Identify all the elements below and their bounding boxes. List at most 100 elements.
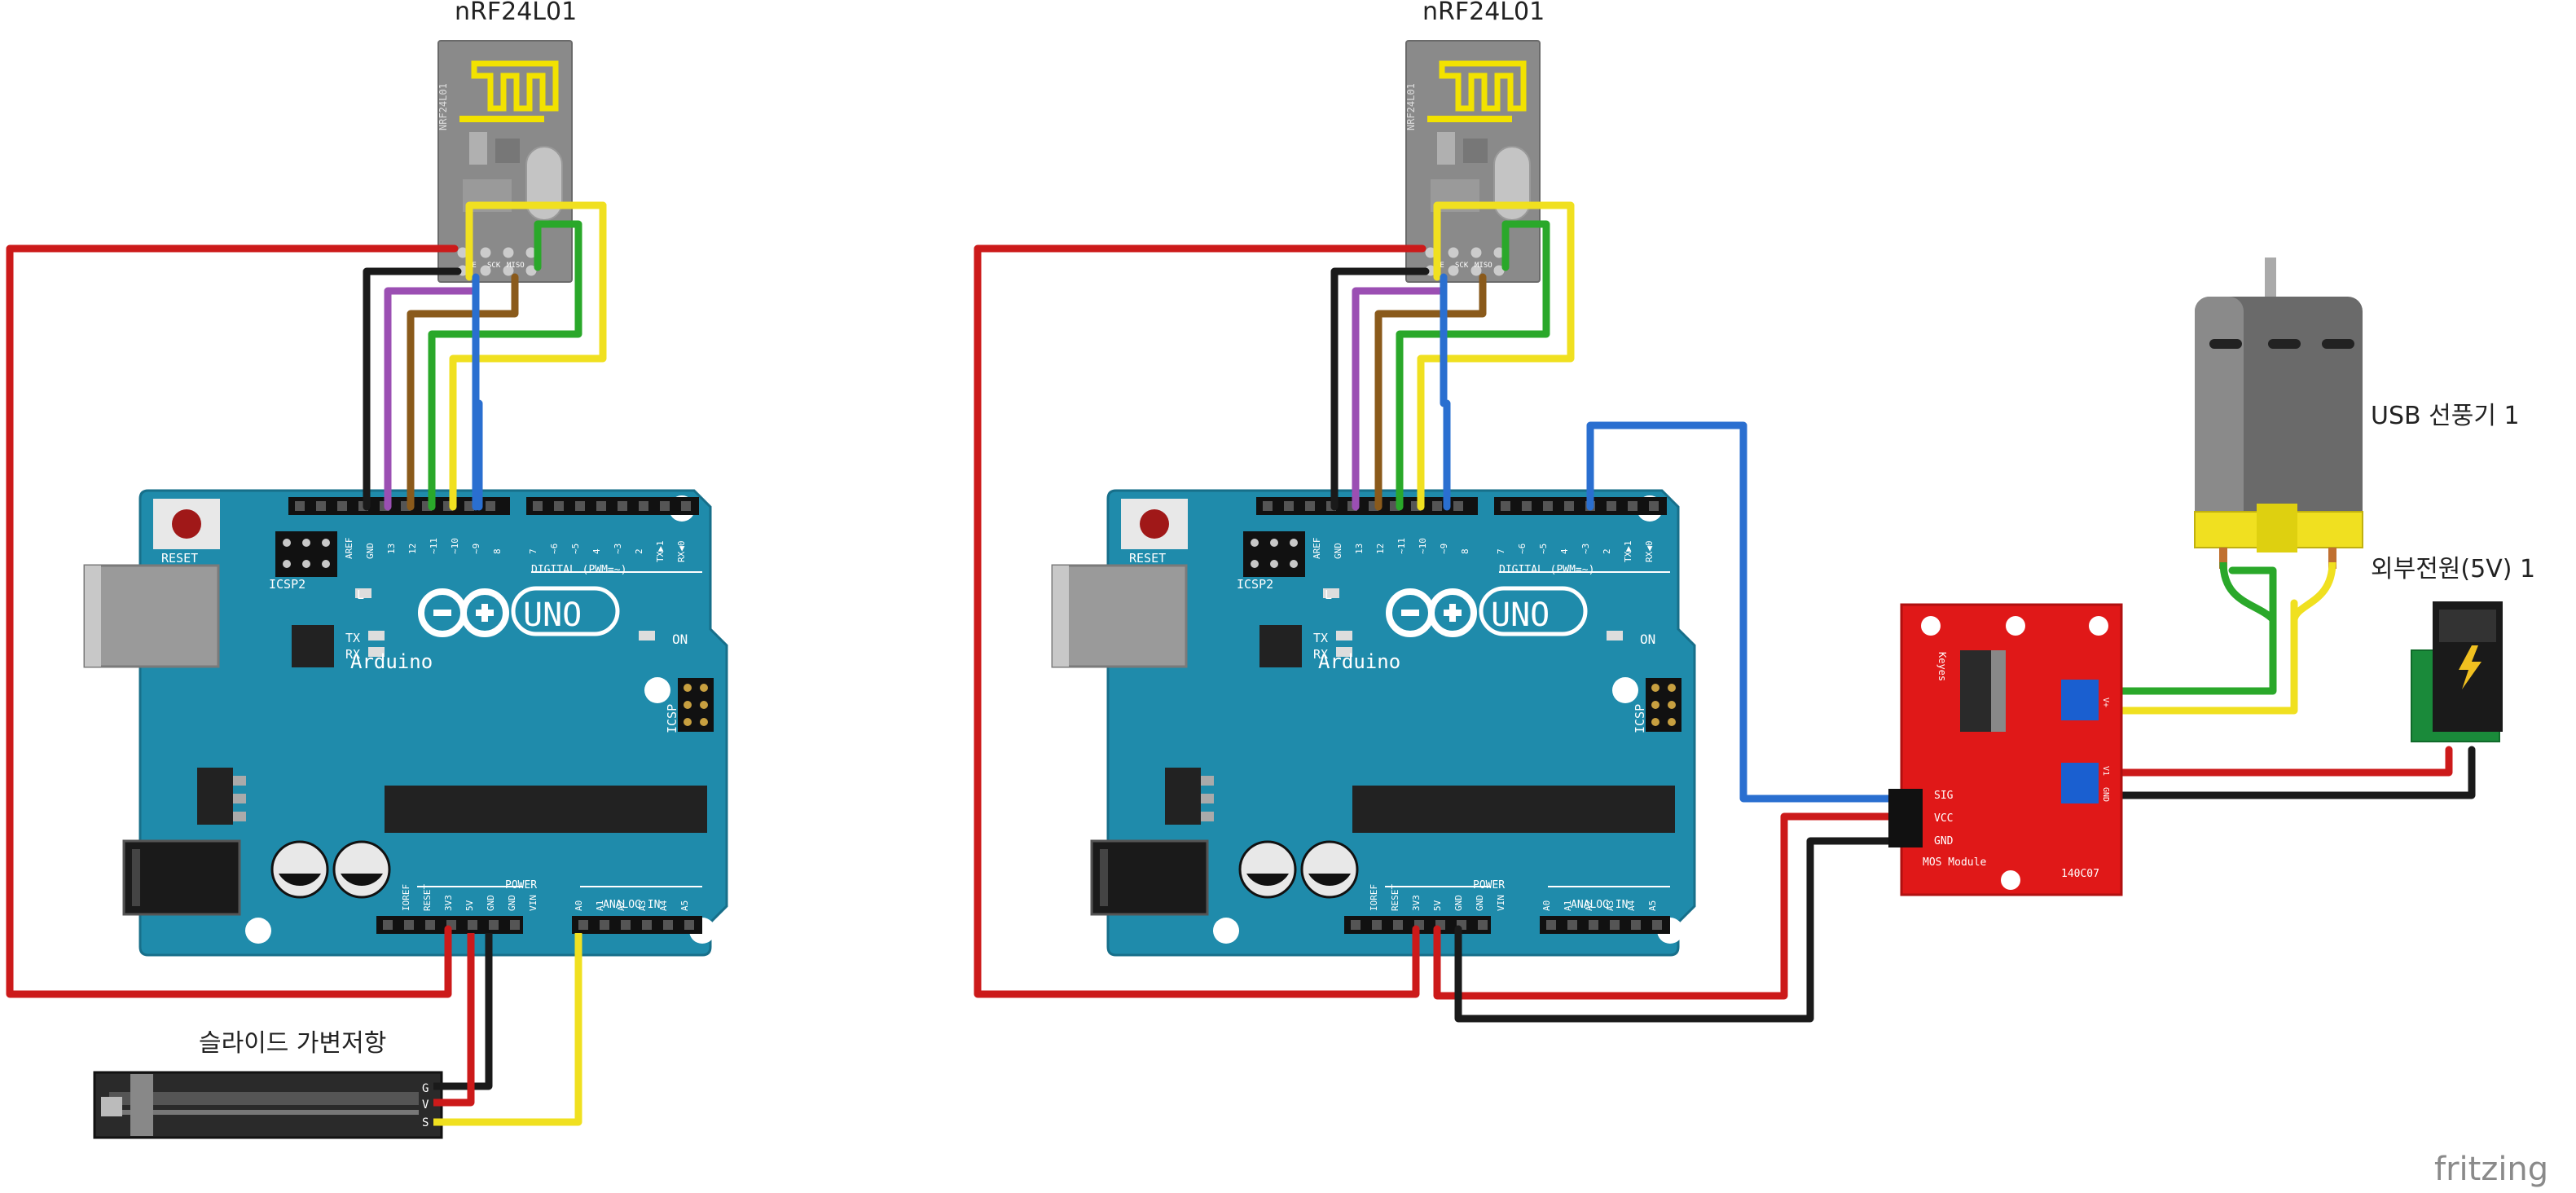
- rf-pin-miso: MISO: [507, 262, 525, 270]
- digital-pin-labels: 13 12 ~11 ~10 ~9 8 7 ~6 ~5 4 ~3 2 TX▶1 R…: [386, 538, 687, 562]
- analog-pin-labels: A0 A1 A2 A3 A4 A5: [574, 900, 690, 911]
- wire-black-gnd: [363, 267, 462, 511]
- mos-in-v1: V1: [2101, 766, 2110, 776]
- analog-pin-label: A0: [1541, 900, 1552, 911]
- power-label: POWER: [505, 879, 537, 891]
- wire-green-sck: [428, 220, 582, 511]
- digital-pin-label: 12: [407, 544, 418, 554]
- left-circuit: NRF24L01 CE SCK MISO RESET ICSP2 Arduino…: [6, 41, 727, 1139]
- digital-pin-label: 13: [386, 544, 397, 554]
- analog-pin-label: A3: [1605, 900, 1615, 911]
- analog-label: ANALOG IN: [603, 899, 660, 911]
- digital-pin-label: 2: [1602, 548, 1612, 554]
- icsp2-label: ICSP2: [1237, 577, 1273, 592]
- analog-pin-label: A5: [1647, 900, 1658, 911]
- digital-pin-label: 8: [1460, 548, 1470, 554]
- wire-yellow-miso: [449, 201, 607, 511]
- on-label: ON: [1640, 632, 1655, 647]
- rf-module-right: [1406, 41, 1540, 282]
- mos-keyes-label: Keyes: [1936, 652, 1948, 681]
- mos-module: Keyes SIG VCC GND MOS Module 140C07 V+ V…: [1888, 603, 2123, 896]
- wire-brown-mosi: [407, 273, 519, 511]
- digital-pin-label: 12: [1375, 544, 1386, 554]
- power-pin-label: RESET: [1390, 884, 1400, 911]
- led-l-label: L: [357, 588, 364, 602]
- digital-label: DIGITAL (PWM=~): [1499, 564, 1594, 576]
- mos-pin-vcc: VCC: [1934, 812, 1953, 825]
- analog-pin-label: A4: [1626, 900, 1637, 911]
- power-pin-label: 5V: [464, 900, 475, 911]
- digital-pin-label: TX▶1: [655, 541, 666, 563]
- rf-pin-miso: MISO: [1475, 262, 1492, 270]
- fritzing-watermark: fritzing: [2434, 1151, 2548, 1188]
- wire-black-gnd: [1330, 267, 1430, 511]
- power-pin-label: GND: [1453, 895, 1464, 911]
- wire-purple-csn: [1352, 287, 1448, 511]
- aref-label: AREF: [1312, 538, 1322, 560]
- mos-code: 140C07: [2061, 868, 2099, 880]
- power-pin-label: GND: [486, 895, 496, 911]
- power-pin-label: RESET: [422, 884, 433, 911]
- analog-pin-label: A4: [658, 900, 669, 911]
- arduino-brand: Arduino: [350, 650, 433, 673]
- power-pin-label: GND: [507, 895, 517, 911]
- analog-pin-label: A1: [1563, 900, 1573, 911]
- icsp2-label: ICSP2: [269, 577, 306, 592]
- wire-red-vcc: [6, 244, 459, 998]
- power-pin-label: 3V3: [1411, 895, 1422, 911]
- digital-pin-label: ~11: [1396, 538, 1407, 554]
- pot-pin-s: S: [422, 1116, 429, 1129]
- pot-pin-v: V: [422, 1098, 429, 1112]
- power-pin-label: IOREF: [401, 884, 411, 911]
- wire-green-sck: [1396, 220, 1550, 511]
- arduino-model: UNO: [1491, 596, 1550, 634]
- mos-name: MOS Module: [1923, 856, 1986, 869]
- dc-power-jack: [2411, 601, 2503, 742]
- wire-green-motor: [2073, 566, 2277, 695]
- wire-red-ext: [2073, 746, 2453, 777]
- digital-pin-label: ~9: [1439, 544, 1449, 554]
- digital-pin-label: ~10: [450, 538, 460, 554]
- led-rx-label: RX: [1313, 647, 1328, 662]
- digital-pin-label: ~5: [1538, 544, 1549, 554]
- gnd-label: GND: [365, 543, 376, 559]
- digital-label: DIGITAL (PWM=~): [531, 564, 626, 576]
- digital-pin-label: ~3: [1580, 544, 1591, 554]
- wire-black-ext: [2073, 746, 2476, 799]
- analog-pin-label: A0: [574, 900, 584, 911]
- gnd-label: GND: [1333, 543, 1343, 559]
- digital-pin-label: 2: [634, 548, 644, 554]
- digital-pin-label: ~3: [613, 544, 623, 554]
- wire-red-5v: [1433, 812, 1902, 1000]
- digital-pin-label: ~11: [429, 538, 439, 554]
- led-rx-label: RX: [345, 647, 360, 662]
- icsp-label: ICSP: [1633, 704, 1647, 733]
- rf-left-label: nRF24L01: [455, 0, 577, 26]
- digital-pin-label: ~6: [549, 544, 560, 554]
- digital-pin-label: 4: [1559, 548, 1570, 554]
- digital-pin-label: ~6: [1517, 544, 1528, 554]
- wire-brown-mosi: [1374, 273, 1487, 511]
- pot-pin-g: G: [422, 1082, 429, 1095]
- usb-fan-motor: [2194, 258, 2363, 623]
- digital-pin-labels: 13 12 ~11 ~10 ~9 8 7 ~6 ~5 4 ~3 2 TX▶1 R…: [1354, 538, 1655, 562]
- digital-pin-label: 13: [1354, 544, 1365, 554]
- wires-right: [974, 201, 2476, 1023]
- wire-blue-sig: [1586, 421, 1902, 803]
- rf-chip-label: NRF24L01: [437, 83, 449, 130]
- analog-pin-label: A2: [616, 900, 626, 911]
- wire-black-gnd2: [1454, 837, 1902, 1023]
- rf-pin-sck: SCK: [1455, 262, 1469, 270]
- slide-potentiometer: G V S: [93, 1071, 443, 1139]
- digital-pin-label: ~9: [471, 544, 481, 554]
- mos-pin-sig: SIG: [1934, 790, 1954, 802]
- rf-pin-sck: SCK: [487, 262, 501, 270]
- power-pin-label: 5V: [1432, 900, 1443, 911]
- digital-pin-label: ~10: [1418, 538, 1428, 554]
- aref-label: AREF: [344, 538, 354, 560]
- digital-pin-label: 4: [591, 548, 602, 554]
- analog-pin-label: A1: [595, 900, 605, 911]
- power-pin-label: IOREF: [1369, 884, 1379, 911]
- power-pin-labels: IOREF RESET 3V3 5V GND GND VIN: [1369, 884, 1506, 911]
- arduino-brand: Arduino: [1318, 650, 1400, 673]
